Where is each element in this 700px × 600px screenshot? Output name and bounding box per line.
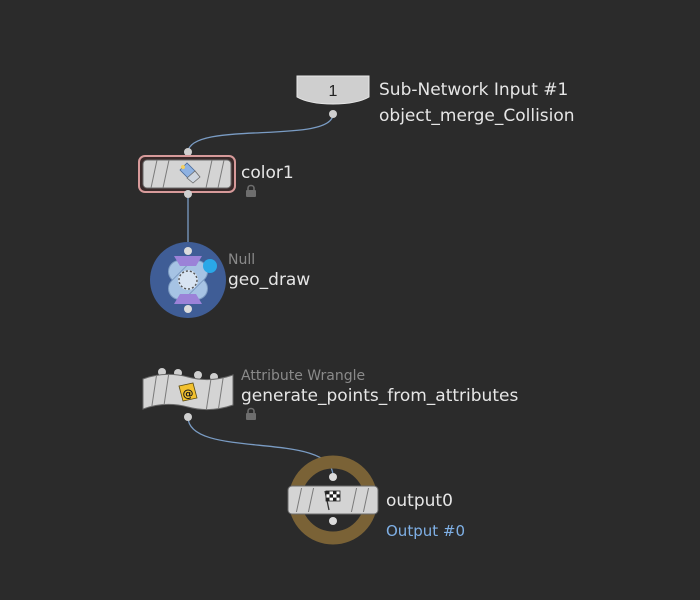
checkered-flag-icon [324,490,341,511]
output-node-subtitle: Output #0 [386,522,465,540]
wrangle-input-connector-3[interactable] [194,371,202,379]
attribute-wrangle-node[interactable]: @ [142,368,256,421]
color1-node[interactable] [138,148,256,198]
null-icon [168,256,217,304]
wrangle-icon: @ [178,382,198,402]
wire-input-to-color[interactable] [187,113,334,153]
output-node-name: output0 [386,491,453,511]
color-brush-icon [179,162,201,184]
input-index-label: 1 [329,83,338,100]
null-type-label: Null [228,252,256,268]
color1-node-name: color1 [241,163,294,183]
null-input-connector[interactable] [184,247,192,255]
wrangle-output-connector[interactable] [184,413,192,421]
svg-text:@: @ [183,387,194,400]
color1-input-connector[interactable] [184,148,192,156]
wrangle-type-label: Attribute Wrangle [241,368,366,384]
wrangle-node-name: generate_points_from_attributes [241,386,519,406]
lock-icon [246,184,256,197]
output-input-connector[interactable] [329,473,337,481]
input-node-subtitle: object_merge_Collision [379,106,575,126]
output-output-connector[interactable] [329,517,337,525]
input-node-title: Sub-Network Input #1 [379,80,569,100]
null-node[interactable] [150,242,226,318]
wrangle-input-connector-1[interactable] [158,368,166,376]
output-node[interactable] [287,455,379,545]
color1-output-connector[interactable] [184,190,192,198]
lock-icon [246,407,256,420]
null-output-connector[interactable] [184,305,192,313]
null-node-name: geo_draw [228,270,311,290]
input-output-connector[interactable] [329,110,337,118]
subnet-input-node[interactable]: 1 [296,75,370,118]
